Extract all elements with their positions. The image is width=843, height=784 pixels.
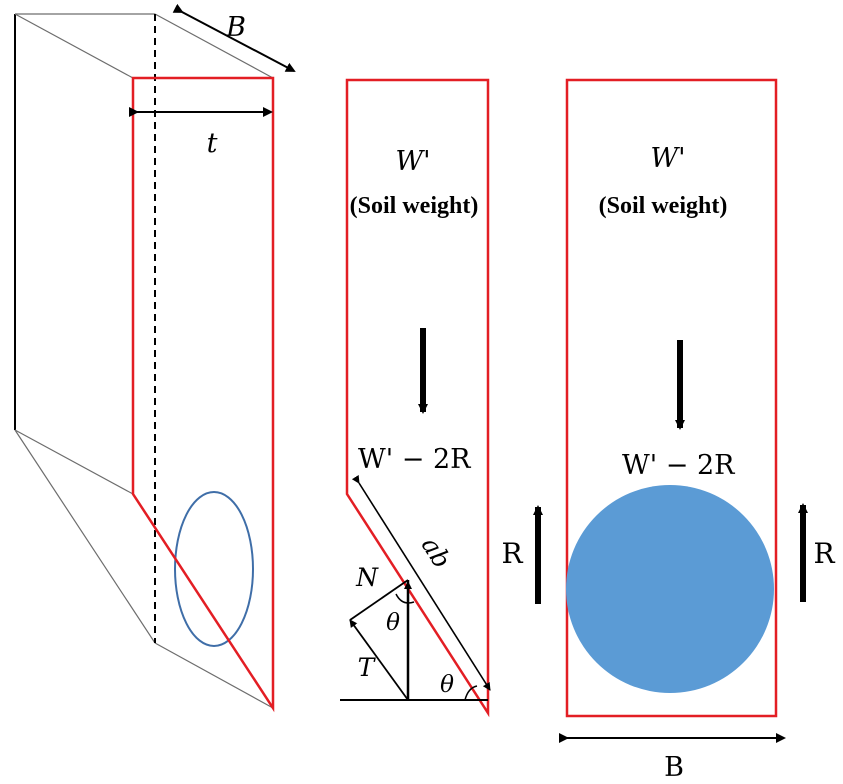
right-panel: W' (Soil weight) W' − 2R R R B — [501, 78, 835, 783]
middle-panel: W' (Soil weight) W' − 2R ab N θ T θ — [340, 78, 491, 718]
tangential-force-arrow — [349, 619, 409, 701]
bottom-back-edge — [154, 642, 274, 709]
left-block: B t — [14, 3, 296, 713]
right-weight-caption: (Soil weight) — [599, 193, 728, 219]
lower-left-edge — [14, 429, 134, 495]
right-panel-outline — [565, 78, 778, 718]
left-reaction-label: R — [501, 537, 523, 570]
middle-reduced-weight: W' − 2R — [358, 444, 471, 475]
top-left-edge — [14, 13, 134, 79]
normal-label: N — [355, 563, 379, 592]
middle-panel-outline — [345, 78, 490, 718]
normal-connector — [349, 579, 409, 621]
middle-weight-caption: (Soil weight) — [350, 193, 479, 219]
angle-arc-upper — [395, 593, 415, 604]
bottom-left-edge — [14, 429, 156, 644]
width-b-label: B — [225, 12, 246, 43]
right-reaction-label: R — [813, 537, 835, 570]
failure-ellipse — [174, 491, 254, 647]
thickness-t-label: t — [207, 128, 218, 159]
middle-weight-symbol: W' — [395, 146, 430, 177]
width-B-label: B — [664, 752, 684, 783]
right-reduced-weight: W' − 2R — [622, 450, 735, 481]
front-face-outline — [131, 76, 275, 713]
top-right-edge — [154, 13, 274, 79]
edge-ab-label: ab — [416, 532, 457, 574]
edge-ab-arrow — [351, 474, 491, 691]
width-b-arrow — [172, 3, 296, 72]
arching-zone-circle — [566, 485, 774, 693]
angle-theta-upper: θ — [386, 610, 400, 636]
right-weight-symbol: W' — [650, 143, 685, 174]
angle-arc-lower — [464, 685, 478, 701]
tangential-label: T — [358, 653, 377, 682]
angle-theta-lower: θ — [440, 672, 454, 698]
